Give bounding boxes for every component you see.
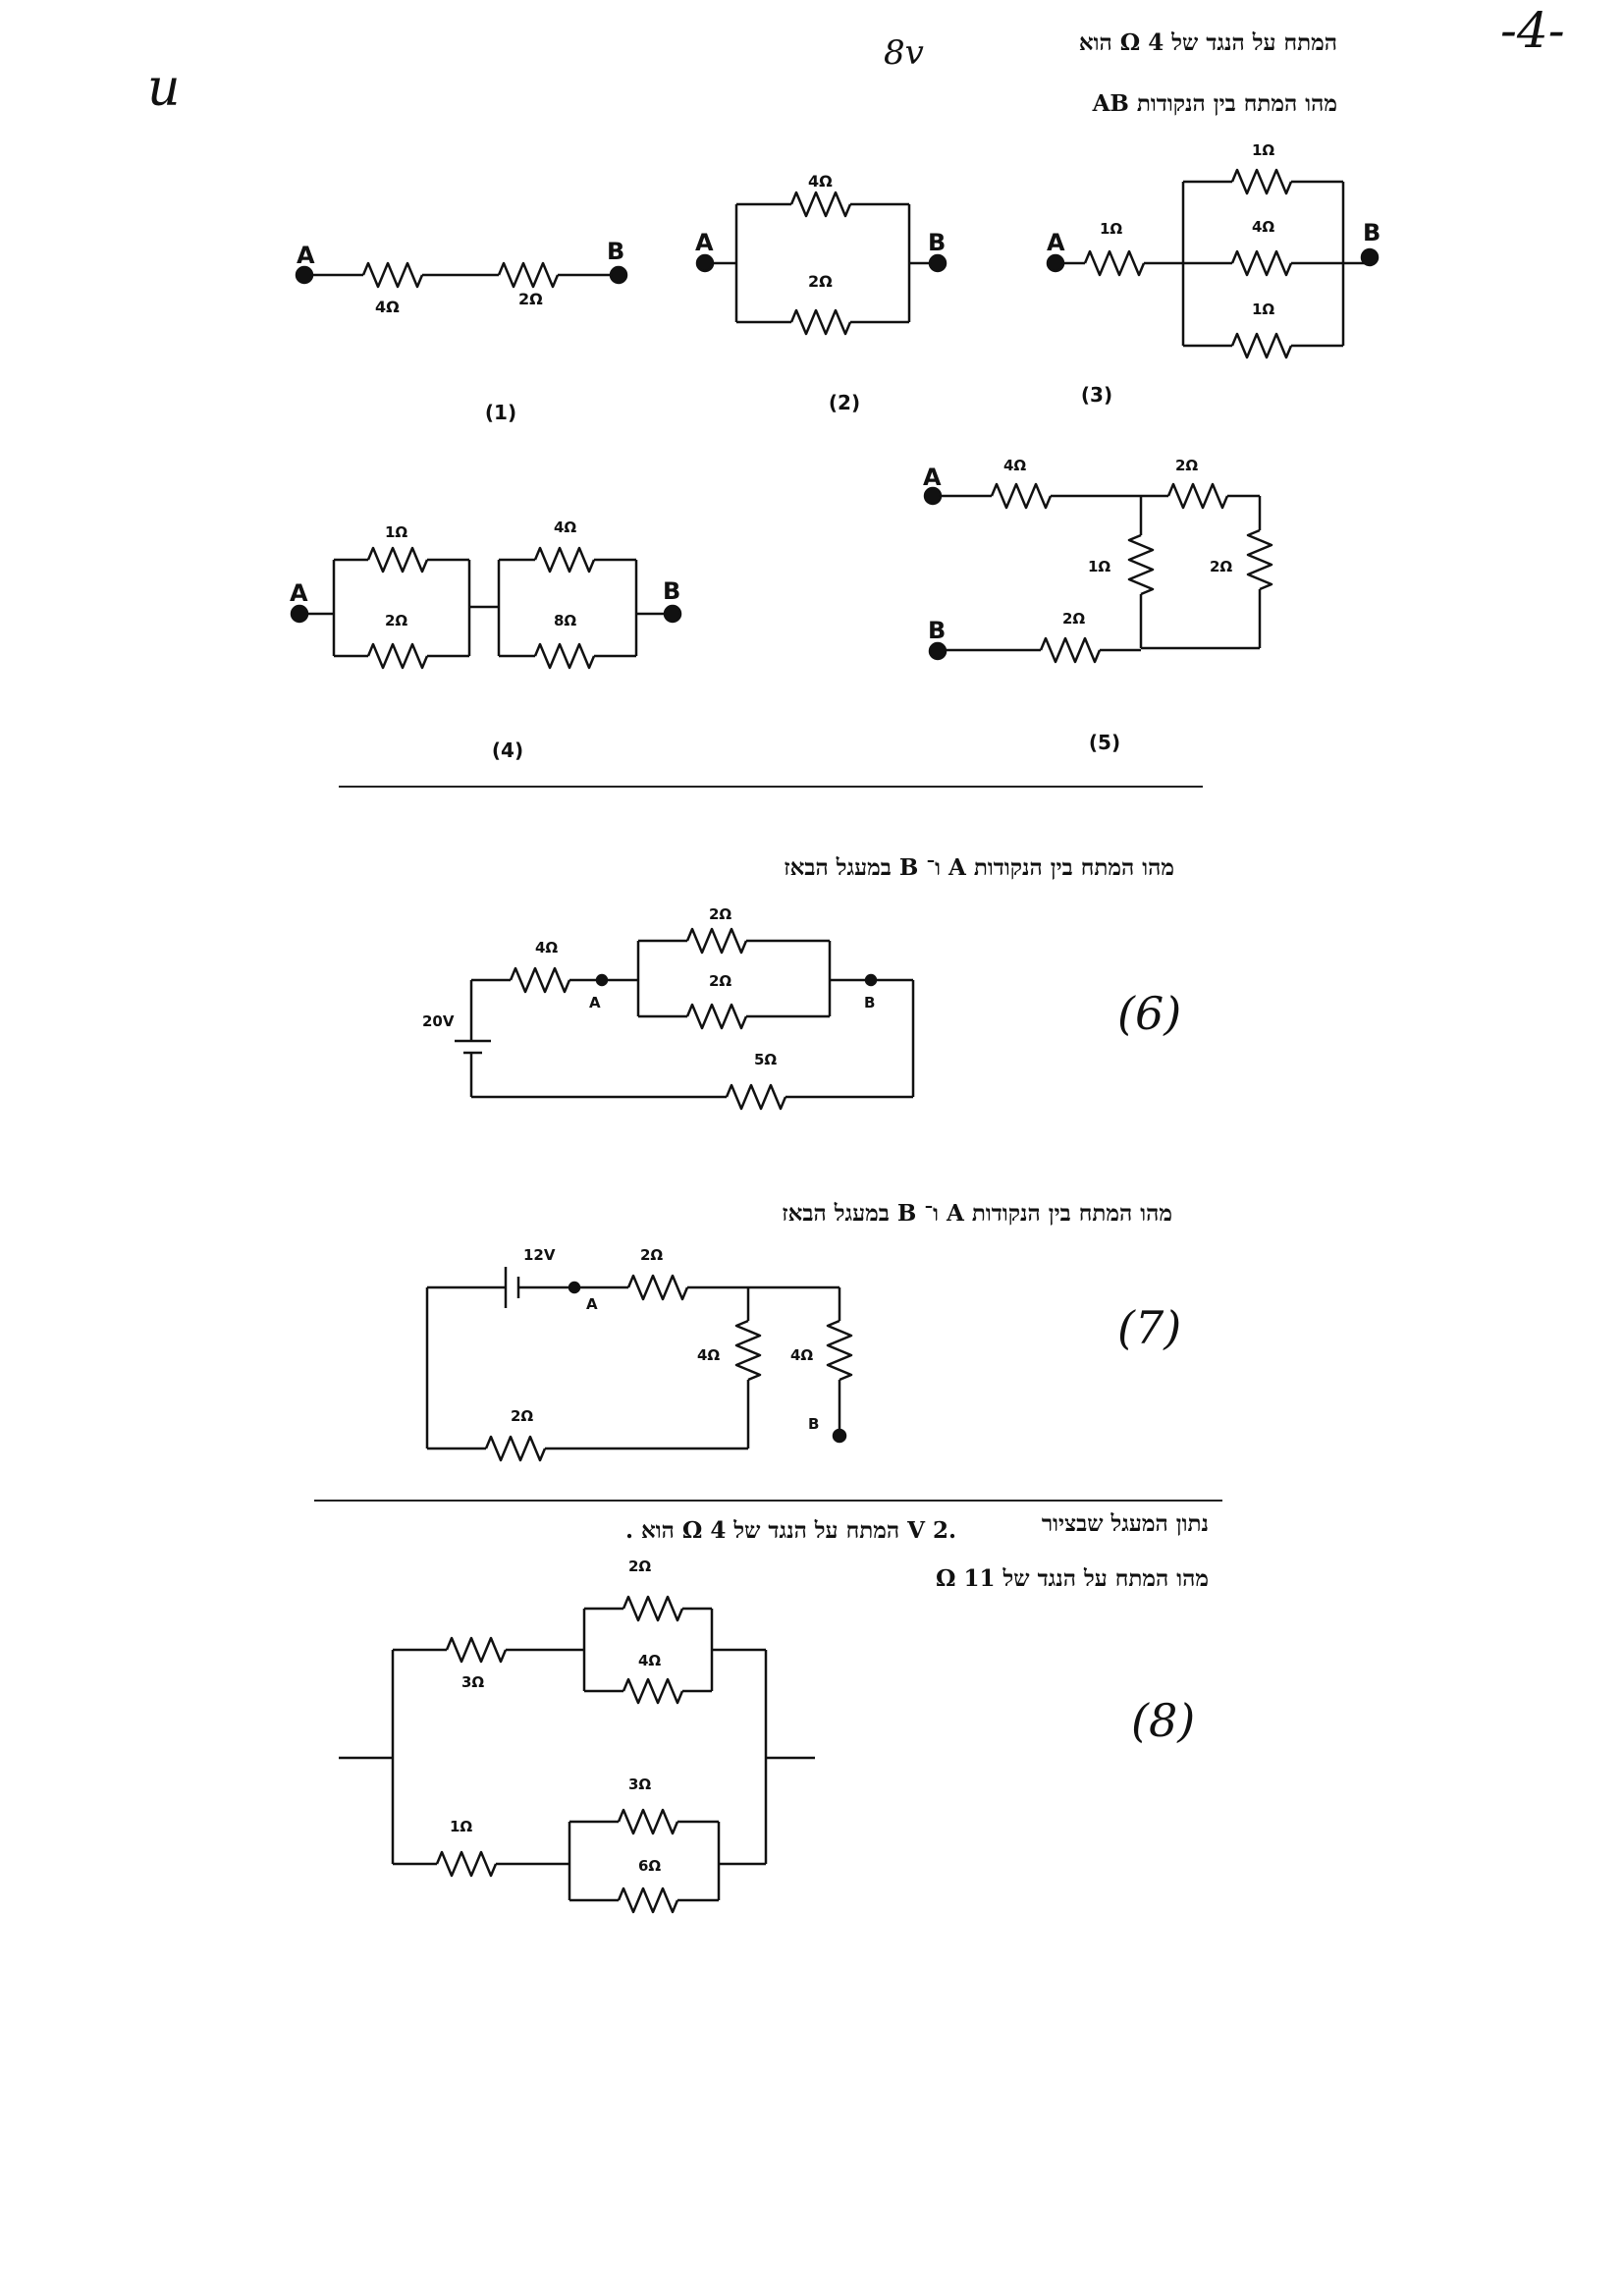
question8-text-voltage: .2 V המתח על הנגד של Ω 4 הוא . <box>624 1517 956 1544</box>
circuit5-r-a: 4Ω <box>1003 457 1026 474</box>
header-line-1: המתח על הנגד של Ω 4 הוא <box>1078 29 1337 56</box>
circuit3-r-mid: 4Ω <box>1252 218 1274 236</box>
question8-hand-label: (8) <box>1131 1694 1196 1747</box>
circuit7-a-label: A <box>586 1295 598 1313</box>
circuit1-r2: 2Ω <box>518 290 543 308</box>
circuit6-r-series: 4Ω <box>535 939 558 957</box>
circuit5-a-label: A <box>923 464 942 491</box>
header-hand-answer: 8v <box>884 33 924 73</box>
circuit1-label: (1) <box>484 401 517 424</box>
circuit4-r1-bottom: 2Ω <box>385 612 407 629</box>
circuit6-diagram <box>455 927 915 1111</box>
circuit6-r-par-bottom: 2Ω <box>709 972 731 990</box>
circuit5-diagram <box>923 482 1273 664</box>
circuit6-battery-label: 20V <box>422 1012 455 1030</box>
circuit3-r-series: 1Ω <box>1100 220 1122 238</box>
header-line-2: מהו המתח בין הנקודות AB <box>1092 90 1337 117</box>
circuit6-b-label: B <box>864 994 875 1011</box>
circuit5-r-top: 2Ω <box>1175 457 1198 474</box>
circuit3-diagram <box>1046 168 1380 359</box>
circuit7-r-bottom: 2Ω <box>511 1407 533 1425</box>
circuit5-r-vert-left: 1Ω <box>1088 558 1110 575</box>
circuit3-a-label: A <box>1047 229 1065 256</box>
circuit4-r2-top: 4Ω <box>554 519 576 536</box>
circuit5-b-label: B <box>928 617 946 644</box>
circuit1-diagram <box>295 261 628 289</box>
question7-hand-label: (7) <box>1117 1301 1182 1354</box>
circuit1-r1: 4Ω <box>375 298 400 316</box>
circuit3-label: (3) <box>1080 383 1113 407</box>
circuit1-b-label: B <box>607 238 624 265</box>
circuit7-diagram <box>425 1267 853 1462</box>
circuit7-r-top: 2Ω <box>640 1246 663 1264</box>
circuit4-b-label: B <box>663 577 680 605</box>
circuit2-label: (2) <box>828 391 861 414</box>
circuit2-a-label: A <box>695 229 714 256</box>
circuit5-label: (5) <box>1088 731 1121 754</box>
circuit2-r-top: 4Ω <box>808 172 833 191</box>
circuit1-a-label: A <box>297 242 315 269</box>
circuit1-node-a <box>295 265 314 285</box>
circuit6-r-bottom: 5Ω <box>754 1051 777 1068</box>
circuit4-label: (4) <box>491 738 524 762</box>
separator-1 <box>339 786 1203 788</box>
circuit6-a-label: A <box>589 994 601 1011</box>
question8-text-given: נתון המעגל שבציור <box>1041 1510 1209 1537</box>
circuit8-r-bot-par1: 3Ω <box>628 1776 651 1793</box>
circuit7-battery-label: 12V <box>523 1246 556 1264</box>
circuit7-r-vert-left: 4Ω <box>697 1346 720 1364</box>
circuit5-r-b: 2Ω <box>1062 610 1085 628</box>
circuit4-r1-top: 1Ω <box>385 523 407 541</box>
circuit2-b-label: B <box>928 229 946 256</box>
circuit7-r-vert-right: 4Ω <box>790 1346 813 1364</box>
circuit4-r2-bottom: 8Ω <box>554 612 576 629</box>
circuit3-r-bottom: 1Ω <box>1252 301 1274 318</box>
circuit8-r-bot-series: 1Ω <box>450 1818 472 1835</box>
circuit3-b-label: B <box>1363 219 1380 246</box>
circuit2-diagram <box>695 191 947 336</box>
circuit1-node-b <box>609 265 628 285</box>
circuit8-r-top-par1: 2Ω <box>628 1558 651 1575</box>
circuit8-r-bot-par2: 6Ω <box>638 1857 661 1875</box>
circuit7-b-label: B <box>808 1415 819 1433</box>
circuit8-r-top-par2: 4Ω <box>638 1652 661 1669</box>
circuit8-r-top-series: 3Ω <box>461 1673 484 1691</box>
question6-hand-label: (6) <box>1117 987 1182 1040</box>
circuit4-a-label: A <box>290 579 308 607</box>
separator-2 <box>314 1500 1222 1502</box>
circuit6-r-par-top: 2Ω <box>709 905 731 923</box>
corner-mark: u <box>147 59 181 118</box>
circuit8-diagram <box>339 1595 815 1914</box>
question8-text-question: מהו המתח על הנגד של Ω 11 <box>936 1565 1209 1592</box>
circuit4-diagram <box>290 546 682 670</box>
circuit5-r-vert-right: 2Ω <box>1210 558 1232 575</box>
page-number: -4- <box>1500 2 1565 59</box>
question7-text: מהו המתח בין הנקודות A ו־ B במעגל הבאז <box>782 1200 1172 1227</box>
circuit3-r-top: 1Ω <box>1252 141 1274 159</box>
question6-text: מהו המתח בין הנקודות A ו־ B במעגל הבאז <box>784 854 1174 881</box>
circuit2-r-bottom: 2Ω <box>808 272 833 291</box>
